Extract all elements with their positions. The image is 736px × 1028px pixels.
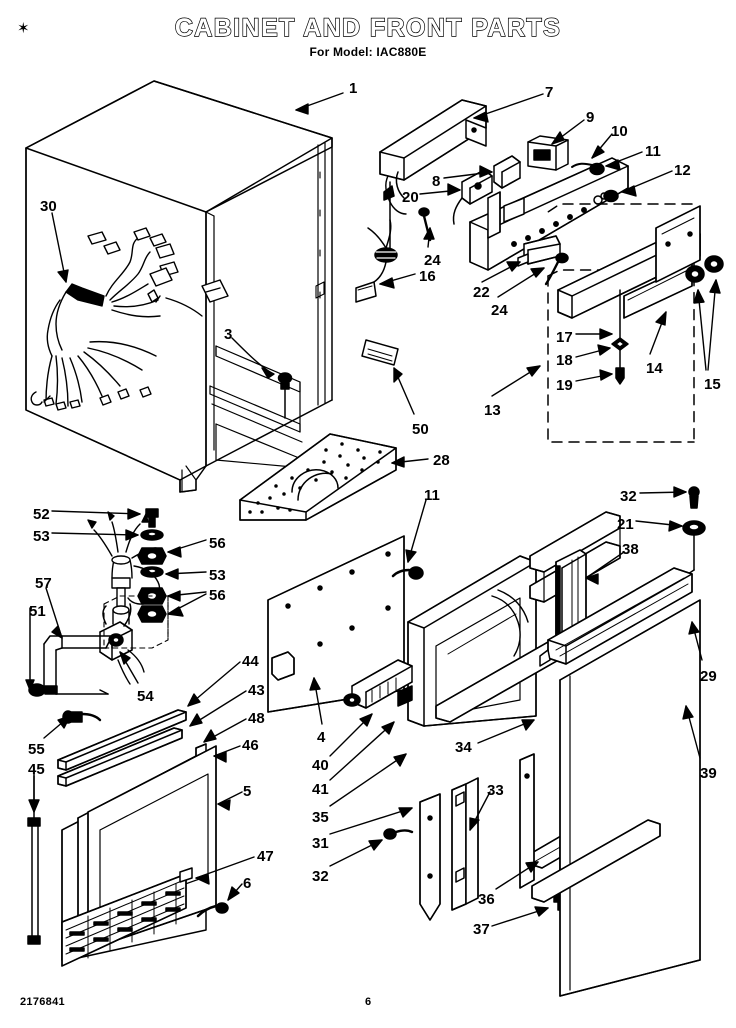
callout-number-5: 5 [243,783,252,800]
nut-15-b [705,256,723,272]
knob-12 [604,191,618,202]
wire-harness-30 [31,228,228,410]
callout-number-22: 22 [473,284,490,301]
callout-number-30: 30 [40,198,57,215]
callout-number-44: 44 [242,653,259,670]
screw-32-c [384,829,412,839]
bracket-31 [420,794,440,920]
grommet-16 [356,220,397,302]
latch-40-41 [344,660,412,708]
outer-door-assembly [532,487,705,996]
valve-assembly [26,509,168,723]
callout-number-3: 3 [224,326,233,343]
knob-11 [572,164,604,175]
callout-number-43: 43 [248,682,265,699]
callout-number-32a: 32 [620,488,637,505]
screw-19 [616,368,624,384]
callout-number-56b: 56 [209,587,226,604]
callout-number-24a: 24 [424,252,441,269]
footer-page-number: 6 [364,996,372,1008]
callout-number-7: 7 [545,84,554,101]
callout-number-31: 31 [312,835,329,852]
control-panel-assembly [356,100,628,302]
screw-11-center [393,567,423,579]
model-subtitle: For Model: IAC880E [309,45,427,59]
callout-number-34: 34 [455,739,472,756]
callout-number-29: 29 [700,668,717,685]
callout-number-52: 52 [33,506,50,523]
callout-number-53a: 53 [33,528,50,545]
callout-number-6: 6 [243,875,252,892]
callout-number-45: 45 [28,761,45,778]
cabinet-body [26,81,332,492]
grille-47 [62,874,186,966]
callout-number-50: 50 [412,421,429,438]
leader-lines [29,93,720,926]
switch-8 [494,156,520,188]
callout-number-1: 1 [349,80,358,97]
callout-number-20: 20 [402,189,419,206]
callout-number-40: 40 [312,757,329,774]
callout-number-48: 48 [248,710,265,727]
nut-56-a [138,548,166,564]
callout-number-11b: 11 [424,487,440,504]
callout-number-38: 38 [622,541,639,558]
callout-number-33: 33 [487,782,504,799]
callout-number-28: 28 [433,452,450,469]
callout-number-16: 16 [419,268,436,285]
callout-number-36: 36 [478,891,495,908]
registration-mark-icon: ✶ [17,19,30,37]
bracket-22 [518,236,560,266]
callout-number-21: 21 [617,516,634,533]
pin-32-a [689,487,699,508]
footer-part-number: 2176841 [20,996,65,1008]
callout-number-19: 19 [556,377,573,394]
cap-52 [146,509,158,527]
base-pan-28 [240,434,396,520]
callout-number-10: 10 [611,123,628,140]
callout-number-51: 51 [29,603,46,620]
screw-3 [279,373,292,418]
bracket-33 [452,778,478,910]
callout-number-47: 47 [257,848,274,865]
valve-body-54 [100,596,168,684]
callout-number-9: 9 [586,109,595,126]
callout-number-37: 37 [473,921,490,938]
callout-number-17: 17 [556,329,573,346]
callout-number-24b: 24 [491,302,508,319]
callout-number-13: 13 [484,402,501,419]
label-plate-50 [362,340,398,365]
callout-number-56a: 56 [209,535,226,552]
callout-number-8: 8 [432,173,441,190]
callout-number-46: 46 [242,737,259,754]
callout-number-54: 54 [137,688,154,705]
door-front-assembly [28,710,228,966]
washer-53-a [141,530,163,540]
callout-number-39: 39 [700,765,717,782]
callout-number-14: 14 [646,360,663,377]
washer-21 [683,521,705,535]
callout-number-4: 4 [317,729,326,746]
nut-56-c [138,606,166,622]
bracket-57 [26,608,112,723]
callout-number-15: 15 [704,376,721,393]
washer-18 [612,338,628,350]
component-9 [528,136,568,170]
page-title: CABINET AND FRONT PARTS [174,13,562,42]
callout-number-53b: 53 [209,567,226,584]
screw-6 [198,903,228,916]
callout-number-41: 41 [312,781,329,798]
callout-number-57: 57 [35,575,52,592]
callout-number-35: 35 [312,809,329,826]
nut-15-a [686,266,704,282]
kickplate-group [548,204,723,442]
callout-number-12: 12 [674,162,691,179]
callout-number-11: 11 [645,143,661,160]
callout-number-32c: 32 [312,868,329,885]
callout-number-55: 55 [28,741,45,758]
callout-number-18: 18 [556,352,573,369]
